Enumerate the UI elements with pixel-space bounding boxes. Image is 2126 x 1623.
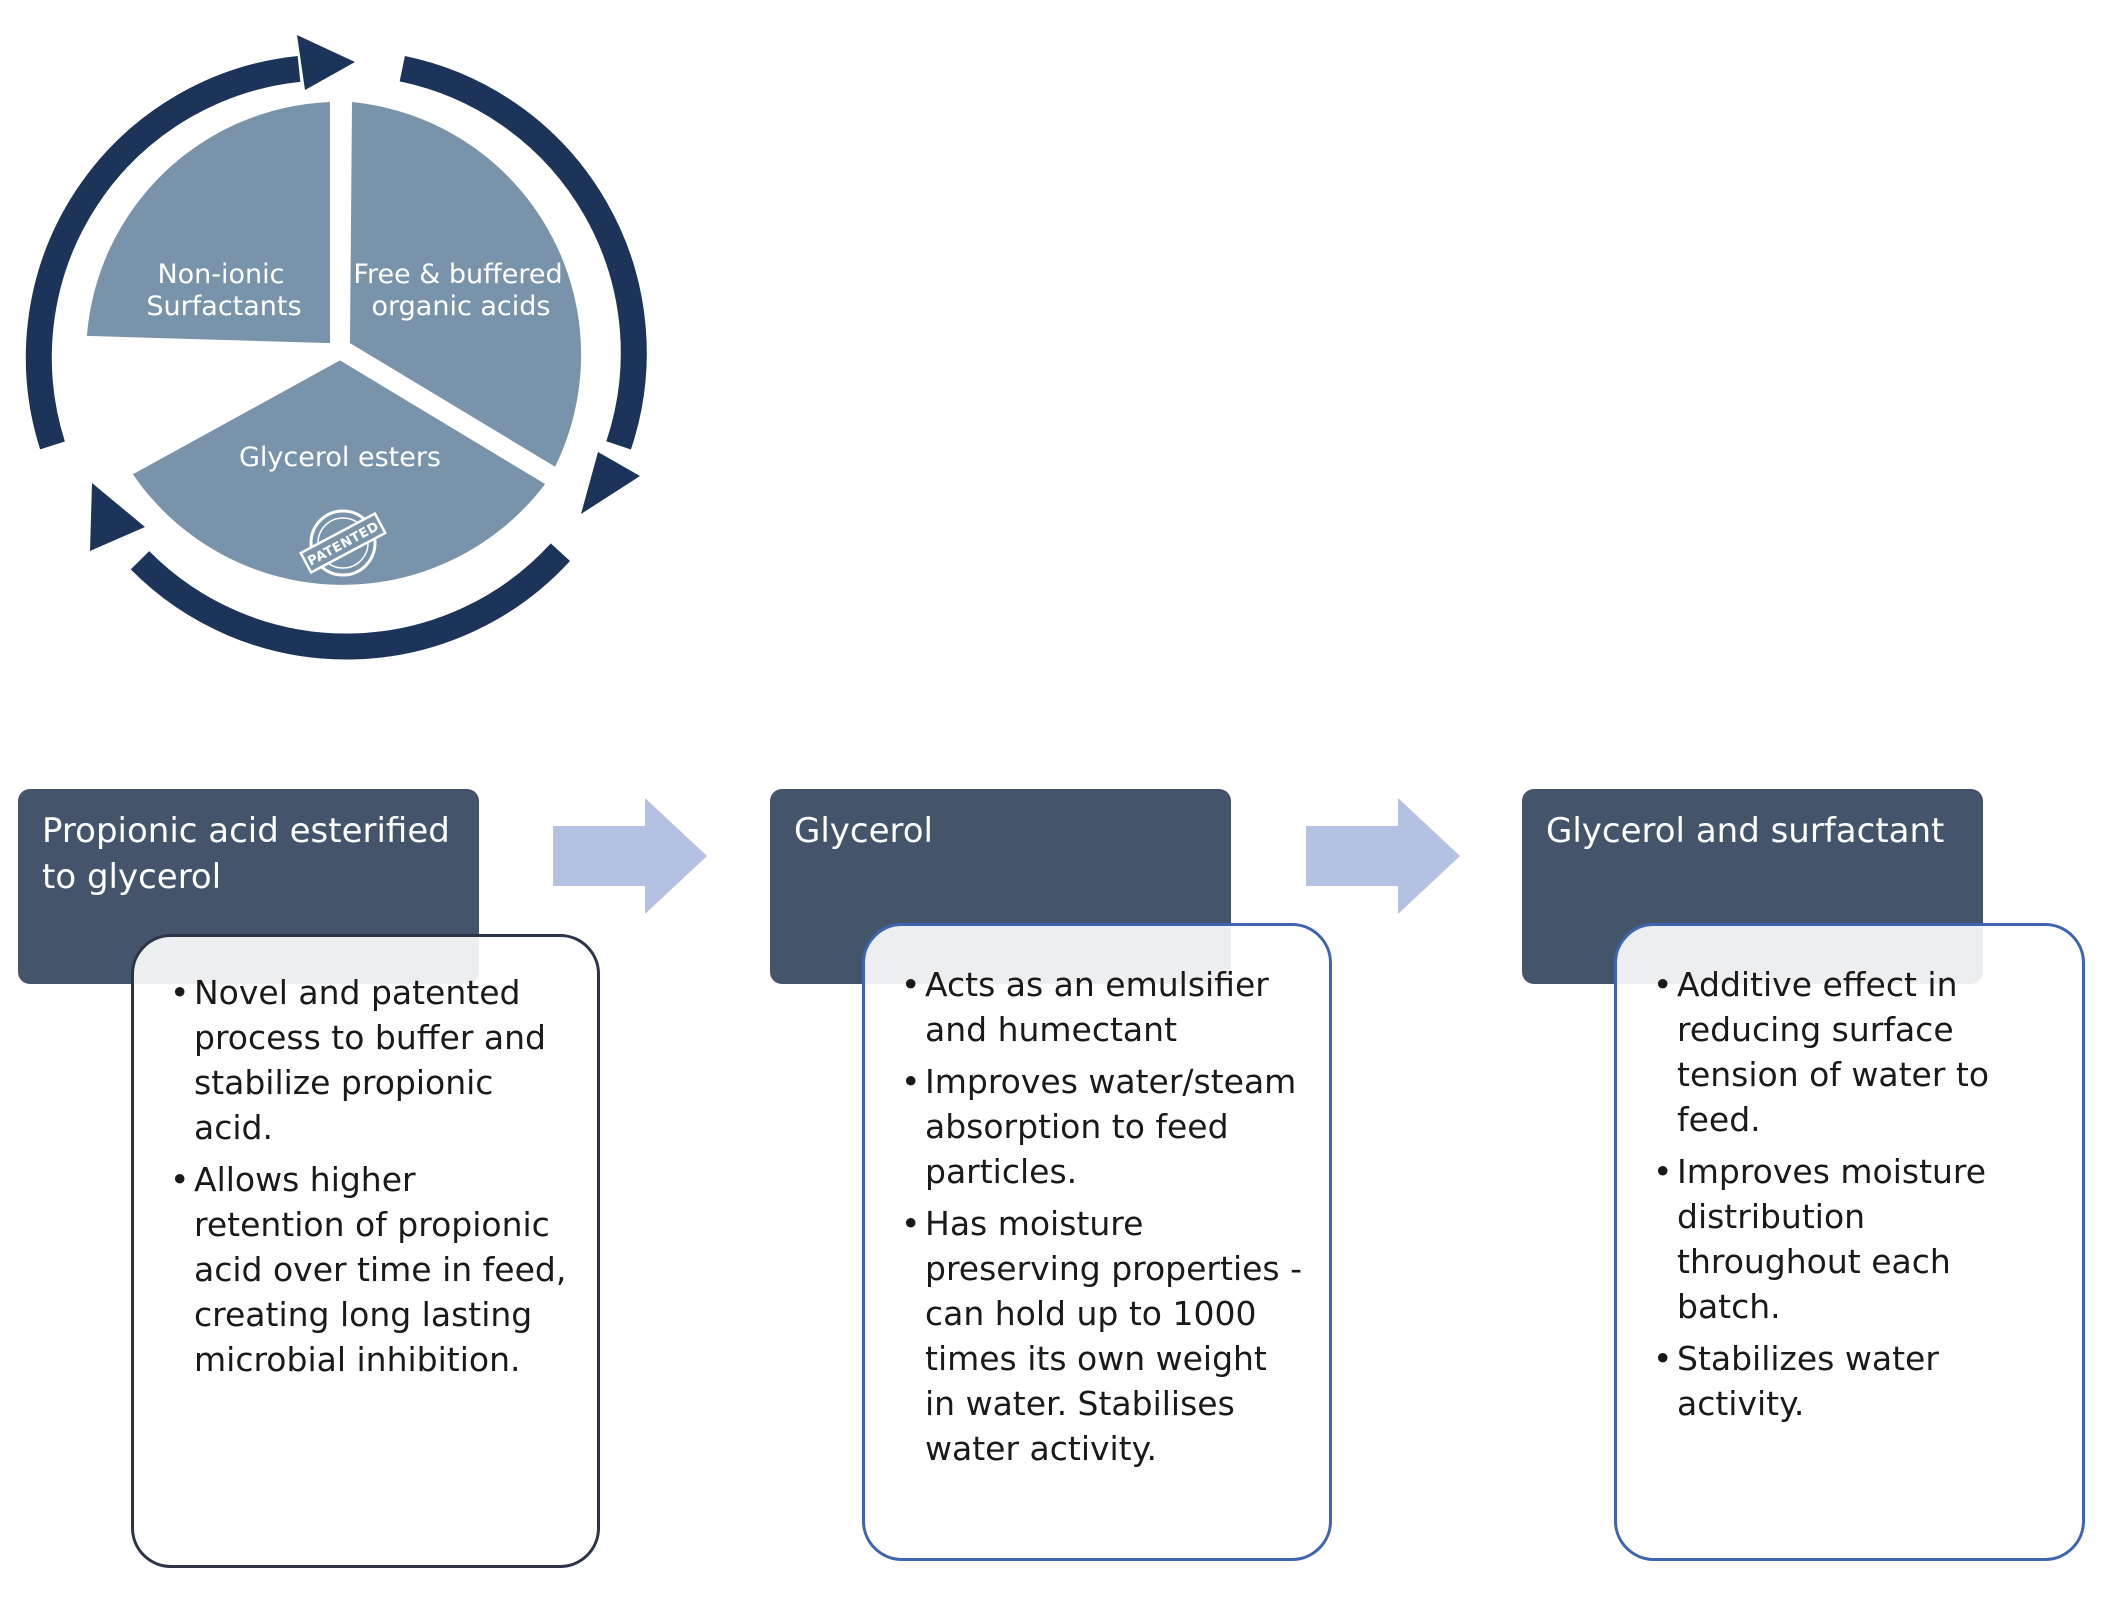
segment-label-non-ionic-line1: Non-ionic xyxy=(157,259,284,290)
step-3-bullet: Additive effect in reducing surface tens… xyxy=(1653,962,2058,1142)
ring-arc-top-right xyxy=(399,55,647,450)
cycle-arrowhead-left xyxy=(90,483,145,551)
step-3-bullet: Improves moisture distribution throughou… xyxy=(1653,1149,2058,1329)
cycle-ring xyxy=(25,55,647,660)
step-1-bullet-list: Novel and patented process to buffer and… xyxy=(170,970,569,1382)
step-3-bullet: Stabilizes water activity. xyxy=(1653,1336,2058,1426)
step-2-bullet-list: Acts as an emulsifier and humectant Impr… xyxy=(901,962,1305,1471)
ring-arc-bottom xyxy=(130,543,570,660)
step-2-bullet: Has moisture preserving properties - can… xyxy=(901,1201,1305,1471)
step-1-bullet: Novel and patented process to buffer and… xyxy=(170,970,569,1150)
flow-arrow-2 xyxy=(1306,798,1460,914)
step-3-card: Additive effect in reducing surface tens… xyxy=(1614,923,2085,1561)
step-1-bullet: Allows higher retention of propionic aci… xyxy=(170,1157,569,1382)
sector-non-ionic-surfactants xyxy=(86,102,331,344)
step-2-card: Acts as an emulsifier and humectant Impr… xyxy=(862,923,1332,1561)
cycle-arrowhead-top xyxy=(297,35,355,90)
step-1-card: Novel and patented process to buffer and… xyxy=(131,934,600,1568)
cycle-diagram: Non-ionic Surfactants Free & buffered or… xyxy=(25,35,647,660)
segment-label-acids-line1: Free & buffered xyxy=(353,259,562,290)
segment-label-glycerol-esters: Glycerol esters xyxy=(239,442,441,473)
step-3-bullet-list: Additive effect in reducing surface tens… xyxy=(1653,962,2058,1426)
step-2-bullet: Improves water/steam absorption to feed … xyxy=(901,1059,1305,1194)
ring-arc-left xyxy=(25,55,301,450)
flow-arrow-1 xyxy=(553,798,707,914)
segment-label-non-ionic-line2: Surfactants xyxy=(146,291,301,322)
sector-organic-acids xyxy=(350,102,582,467)
cycle-arrowhead-right xyxy=(581,452,640,514)
segment-label-acids-line2: organic acids xyxy=(372,291,551,322)
sector-glycerol-esters xyxy=(132,360,546,585)
step-2-bullet: Acts as an emulsifier and humectant xyxy=(901,962,1305,1052)
